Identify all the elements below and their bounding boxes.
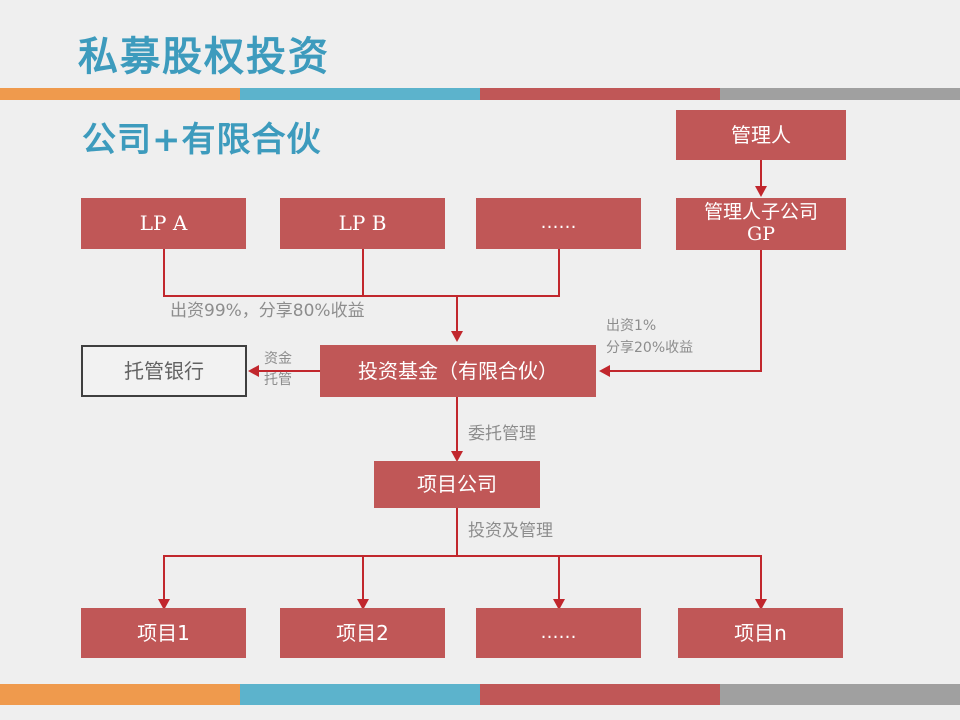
top-color-bar [0, 88, 960, 100]
node-lp-more[interactable]: …… [476, 198, 641, 249]
node-gp-label: GP [747, 223, 775, 245]
top-bar-segment-gray [720, 88, 960, 100]
connector-project2-drop [362, 555, 364, 602]
connector-projectmore-drop [558, 555, 560, 602]
label-gp-contribution-line2: 分享20%收益 [606, 340, 694, 356]
bottom-color-bar [0, 684, 960, 705]
node-manager-subsidiary-label: 管理人子公司 [703, 201, 818, 224]
label-custody-line1: 资金 [264, 351, 292, 367]
connector-projectcompany-drop [456, 508, 458, 557]
connector-lpb-drop [362, 249, 364, 297]
connector-projectmore-arrow [553, 599, 565, 610]
connector-lp-bus [163, 295, 560, 297]
label-invest-and-manage: 投资及管理 [468, 521, 553, 541]
bottom-bar-segment-blue [240, 684, 480, 705]
node-investment-fund[interactable]: 投资基金（有限合伙） [320, 345, 596, 397]
connector-gp-drop [760, 250, 762, 372]
connector-projectn-drop [760, 555, 762, 602]
connector-fund-to-bank-arrow [248, 365, 259, 377]
connector-gp-to-fund-line [610, 370, 762, 372]
top-bar-segment-blue [240, 88, 480, 100]
top-bar-segment-red [480, 88, 720, 100]
connector-lp-to-fund-arrow [451, 331, 463, 342]
node-lp-a[interactable]: LP A [81, 198, 246, 249]
connector-lpmore-drop [558, 249, 560, 297]
label-gp-contribution-line1: 出资1% [606, 318, 657, 334]
label-custody-line2: 托管 [264, 372, 292, 388]
node-lp-b[interactable]: LP B [280, 198, 445, 249]
label-lp-contribution: 出资99%，分享80%收益 [170, 301, 365, 321]
connector-project1-drop [163, 555, 165, 602]
slide-subtitle: 公司+有限合伙 [82, 120, 322, 160]
label-entrusted-management: 委托管理 [468, 424, 536, 444]
node-project-more[interactable]: …… [476, 608, 641, 658]
bottom-bar-segment-orange [0, 684, 240, 705]
connector-manager-to-gp-line [760, 160, 762, 186]
node-project-1[interactable]: 项目1 [81, 608, 246, 658]
connector-project1-arrow [158, 599, 170, 610]
connector-project2-arrow [357, 599, 369, 610]
connector-projects-bus [163, 555, 762, 557]
slide-title: 私募股权投资 [78, 33, 330, 80]
connector-lp-to-fund-line [456, 295, 458, 331]
top-bar-segment-orange [0, 88, 240, 100]
node-manager-subsidiary-gp[interactable]: 管理人子公司 GP [676, 198, 846, 250]
connector-gp-to-fund-arrow [599, 365, 610, 377]
connector-fund-to-projectcompany-line [456, 397, 458, 451]
node-project-2[interactable]: 项目2 [280, 608, 445, 658]
node-project-n[interactable]: 项目n [678, 608, 843, 658]
connector-projectn-arrow [755, 599, 767, 610]
bottom-bar-segment-red [480, 684, 720, 705]
node-project-company[interactable]: 项目公司 [374, 461, 540, 508]
connector-lpa-drop [163, 249, 165, 297]
connector-fund-to-projectcompany-arrow [451, 451, 463, 462]
bottom-bar-segment-gray [720, 684, 960, 705]
connector-fund-to-bank-line [259, 370, 320, 372]
node-custodian-bank[interactable]: 托管银行 [81, 345, 247, 397]
connector-manager-to-gp-arrow [755, 186, 767, 197]
node-manager[interactable]: 管理人 [676, 110, 846, 160]
